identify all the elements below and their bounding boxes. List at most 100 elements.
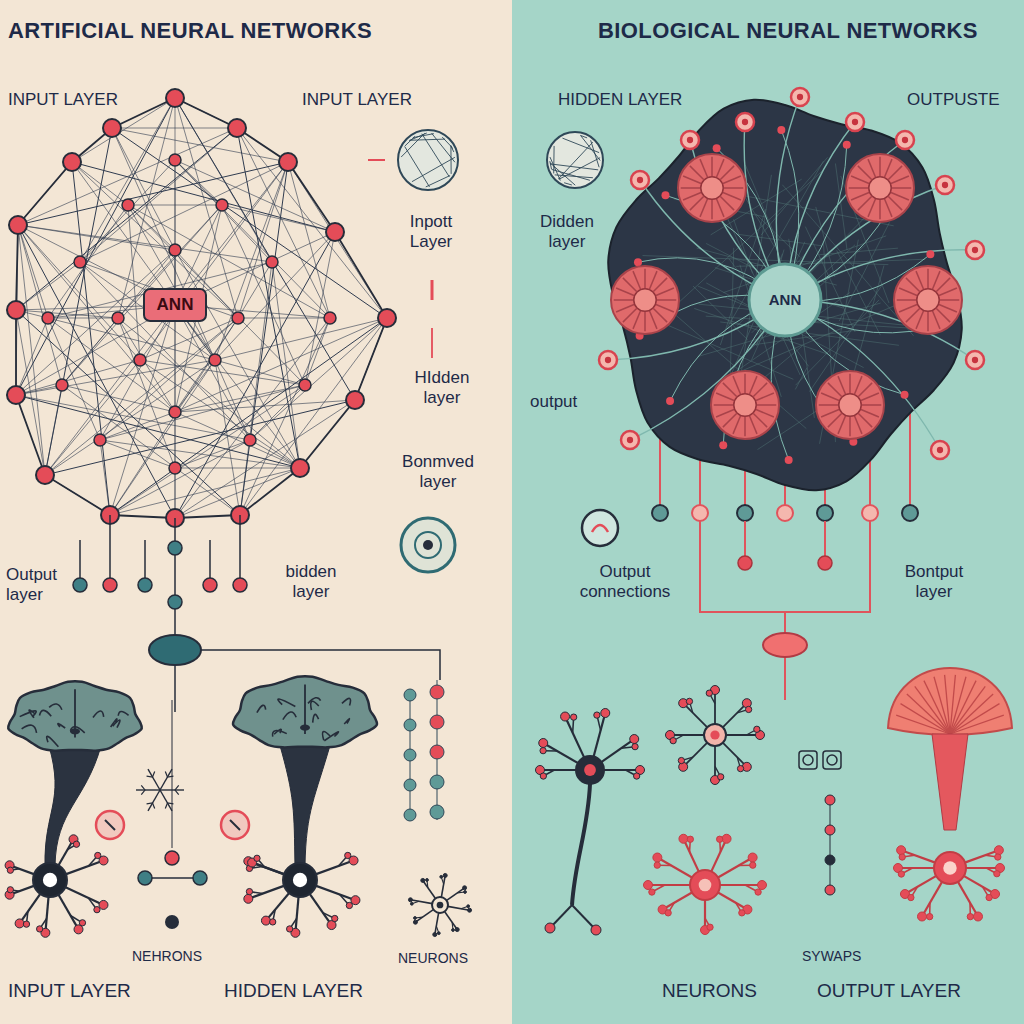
dendrite-tip — [440, 875, 443, 878]
dendrite — [717, 884, 762, 886]
vein-dot — [666, 397, 674, 405]
network-node — [232, 312, 244, 324]
dendrite — [308, 891, 332, 925]
snowflake-symbol — [136, 769, 184, 811]
brain-fold — [344, 719, 349, 724]
cell-body — [816, 371, 884, 439]
cell-petal — [750, 376, 757, 394]
dendrite — [63, 861, 104, 876]
output-wire — [239, 515, 241, 578]
cell-petal — [933, 271, 940, 289]
icon-mesh-line — [426, 176, 450, 187]
dendrite-tip — [722, 834, 731, 843]
cell-core — [839, 394, 861, 416]
brain-fold — [111, 719, 117, 727]
node-ring-dot — [852, 119, 858, 125]
cell-petal — [723, 383, 737, 397]
cell-petal — [897, 299, 916, 301]
snowflake-tick — [141, 785, 145, 794]
red-mark — [368, 159, 385, 161]
brain-eye — [300, 725, 310, 731]
network-node — [103, 119, 121, 137]
dendrite-tip — [244, 894, 253, 903]
network-node — [209, 354, 221, 366]
snowflake-tick — [147, 803, 155, 809]
node-ring-dot — [942, 182, 948, 188]
neuron-nucleus — [43, 873, 57, 887]
column-dot — [825, 855, 835, 865]
neuron-symbol — [644, 834, 767, 934]
dendrite-tip — [408, 898, 412, 902]
dendrite — [905, 874, 939, 894]
network-wire — [110, 468, 300, 515]
node-ring — [846, 113, 864, 131]
network-chord — [175, 232, 335, 518]
network-wire — [72, 162, 215, 360]
vein-dot — [713, 144, 721, 152]
column-dot — [430, 775, 444, 789]
output-unit — [203, 578, 217, 592]
node-ring-dot — [902, 137, 908, 143]
dendrite-tip — [540, 773, 546, 779]
dendrite — [444, 910, 458, 929]
network-node — [326, 223, 344, 241]
network-wire — [80, 262, 215, 360]
dendrite-tip — [23, 921, 29, 927]
node-ring-dot — [605, 357, 611, 363]
node-ring — [931, 441, 949, 459]
dendrite — [961, 874, 995, 894]
core-label: ANN — [157, 294, 194, 316]
network-chord — [45, 128, 112, 475]
cortex-stem — [932, 734, 968, 830]
network-node — [244, 434, 256, 446]
dendrite — [962, 850, 999, 863]
icon-mesh-line — [451, 145, 454, 152]
network-node — [134, 354, 146, 366]
snowflake-arm — [136, 789, 160, 790]
small-unit — [193, 871, 207, 885]
dendrite-tip — [594, 712, 600, 718]
neuron-symbol — [244, 852, 360, 937]
network-node — [9, 216, 27, 234]
cell-petal — [623, 278, 637, 292]
neuron-body — [576, 756, 604, 784]
cell-petal — [899, 288, 917, 295]
network-wire — [215, 318, 387, 360]
dendrite-tip — [758, 881, 767, 890]
cell-body — [894, 266, 962, 334]
icon-mesh-line — [564, 183, 572, 185]
snowflake-tick — [175, 785, 179, 794]
cell-petal — [753, 413, 767, 427]
cell-petal — [862, 404, 881, 406]
cell-petal — [879, 200, 881, 219]
cell-petal — [868, 159, 875, 177]
node-ring — [736, 113, 754, 131]
cell-petal — [650, 311, 657, 329]
cell-petal — [656, 305, 674, 312]
network-wire — [215, 360, 305, 385]
neuron-symbol — [408, 873, 471, 936]
dendrite-tip — [706, 690, 712, 696]
dendrite-tip — [7, 867, 13, 873]
dendrite — [20, 891, 43, 923]
cell-petal — [716, 393, 734, 400]
dendrite — [313, 885, 356, 901]
dendrite-tip — [995, 854, 1001, 860]
brain-fold — [49, 704, 62, 710]
neuron-body — [432, 897, 448, 913]
cell-petal — [756, 410, 774, 417]
region-mesh — [853, 266, 884, 377]
cell-petal — [927, 312, 929, 331]
node-ring-dot — [627, 437, 633, 443]
network-wire — [110, 385, 305, 515]
synapse-mark — [230, 820, 240, 830]
dendrite — [446, 906, 469, 910]
connection-icon-mark — [592, 525, 608, 532]
dendrite-tip — [967, 913, 973, 919]
network-node — [63, 153, 81, 171]
network-wire — [80, 160, 175, 262]
cell-petal — [716, 410, 734, 417]
cell-petal — [733, 376, 740, 394]
node-ring-dot — [742, 119, 748, 125]
cell-petal — [757, 404, 776, 406]
